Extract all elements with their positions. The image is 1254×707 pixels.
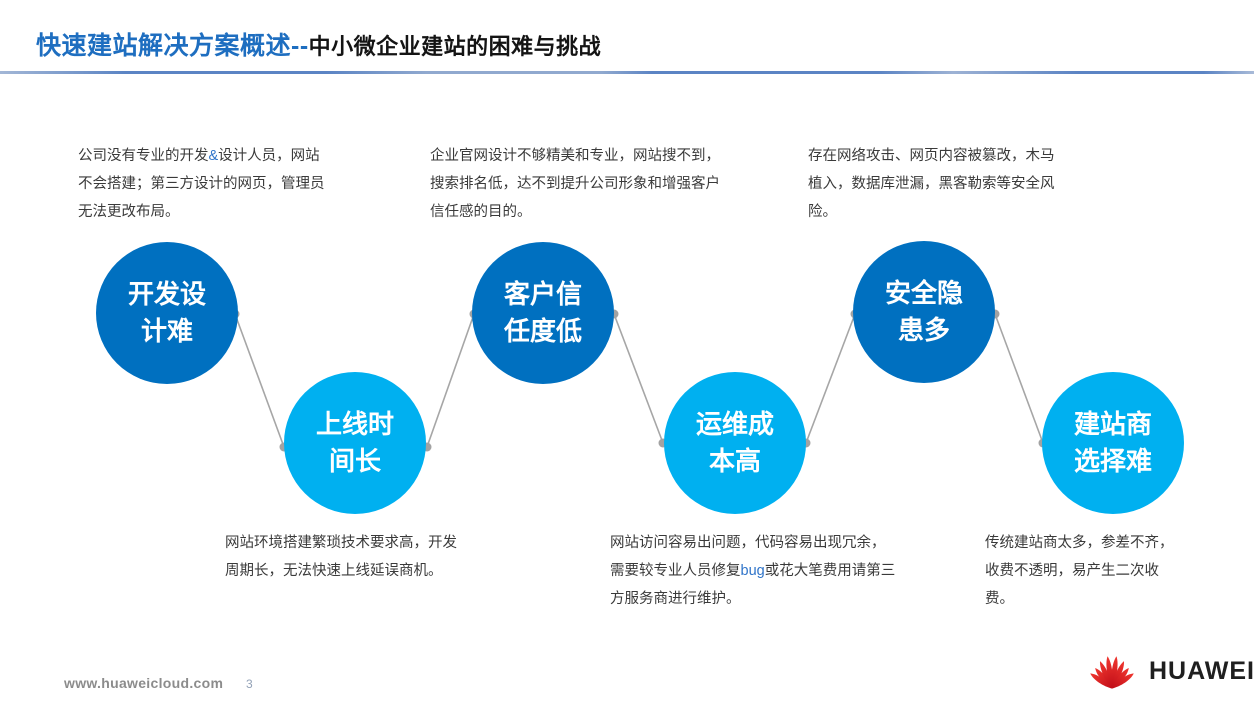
note-customer-trust: 企业官网设计不够精美和专业，网站搜不到，搜索排名低，达不到提升公司形象和增强客户… <box>430 142 724 226</box>
note-env-setup: 网站环境搭建繁琐技术要求高，开发周期长，无法快速上线延误商机。 <box>225 529 467 585</box>
page-number: 3 <box>246 677 253 691</box>
note-maintenance-text: 网站访问容易出问题，代码容易出现冗余，需要较专业人员修复 <box>610 535 886 579</box>
circle-label: 患多 <box>897 315 950 345</box>
page-title: 快速建站解决方案概述--中小微企业建站的困难与挑战 <box>36 26 601 62</box>
circle-label: 上线时 <box>315 409 394 439</box>
circle-label: 客户信 <box>503 279 582 309</box>
page-title-rest: 中小微企业建站的困难与挑战 <box>308 34 602 59</box>
title-divider <box>0 71 1254 74</box>
circle-label: 建站商 <box>1073 409 1152 439</box>
note-vendor-fees-text: 传统建站商太多，参差不齐，收费不透明，易产生二次收费。 <box>985 535 1174 607</box>
note-customer-trust-text: 企业官网设计不够精美和专业，网站搜不到，搜索排名低，达不到提升公司形象和增强客户… <box>430 148 720 220</box>
circle-label: 任度低 <box>503 316 582 346</box>
note-env-setup-text: 网站环境搭建繁琐技术要求高，开发周期长，无法快速上线延误商机。 <box>225 535 457 579</box>
circle-security-hazards: 安全隐 患多 <box>853 241 995 383</box>
circle-label: 计难 <box>140 316 193 346</box>
note-security-risk-text: 存在网络攻击、网页内容被篡改，木马植入，数据库泄漏，黑客勒索等安全风险。 <box>808 148 1055 220</box>
circle-label: 开发设 <box>127 279 206 309</box>
huawei-flower-icon <box>1090 656 1134 689</box>
footer-website-url: www.huaweicloud.com <box>64 675 224 691</box>
note-dev-design-text2: 设计人员，网站不会搭建；第三方设计的网页，管理员无法更改布局。 <box>78 148 325 220</box>
circle-long-launch-time: 上线时 间长 <box>284 372 426 514</box>
circle-label: 本高 <box>708 446 761 476</box>
note-dev-design: 公司没有专业的开发&设计人员，网站不会搭建；第三方设计的网页，管理员无法更改布局… <box>78 142 328 226</box>
circle-label: 运维成 <box>695 409 774 439</box>
note-vendor-fees: 传统建站商太多，参差不齐，收费不透明，易产生二次收费。 <box>985 529 1187 613</box>
circle-label: 安全隐 <box>884 278 963 308</box>
circle-label: 选择难 <box>1073 446 1152 476</box>
note-dev-design-accent: & <box>208 148 219 164</box>
circle-high-ops-cost: 运维成 本高 <box>664 372 806 514</box>
circle-label: 间长 <box>328 446 381 476</box>
note-maintenance: 网站访问容易出问题，代码容易出现冗余，需要较专业人员修复bug或花大笔费用请第三… <box>610 529 898 613</box>
note-maintenance-accent: bug <box>740 563 765 579</box>
circle-dev-design-hard: 开发设 计难 <box>96 242 238 384</box>
circle-vendor-choice-hard: 建站商 选择难 <box>1042 372 1184 514</box>
page-title-highlight: 快速建站解决方案概述-- <box>36 32 309 60</box>
circle-low-customer-trust: 客户信 任度低 <box>472 242 614 384</box>
note-dev-design-text: 公司没有专业的开发 <box>78 148 209 164</box>
huawei-logo: HUAWEI <box>1084 650 1254 692</box>
huawei-logo-text: HUAWEI <box>1149 656 1254 685</box>
note-security-risk: 存在网络攻击、网页内容被篡改，木马植入，数据库泄漏，黑客勒索等安全风险。 <box>808 142 1058 226</box>
note-maintenance-text2: 或花大笔费用请第三方服务商进行维护。 <box>610 563 896 607</box>
